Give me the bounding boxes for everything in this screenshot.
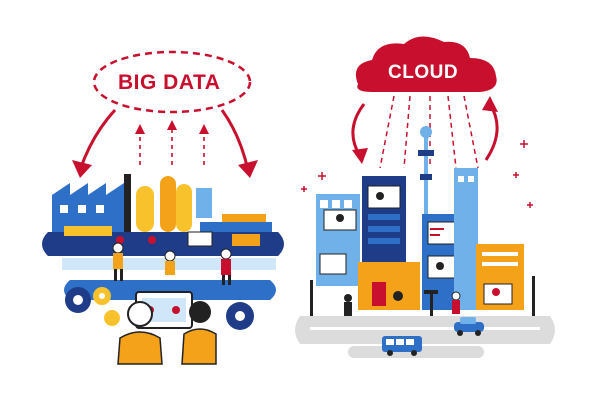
arrow-down-left-icon [78, 108, 117, 171]
arrow-down-right-icon [220, 109, 250, 171]
gear-icon [65, 287, 254, 330]
data-upload-arrows [139, 128, 205, 165]
workers-with-tablet [117, 291, 217, 365]
upload-arrowheads [135, 120, 209, 134]
cargo-container [64, 226, 112, 236]
cloud-arrow-up-icon [484, 103, 499, 161]
cloud-arrow-down-icon [351, 103, 366, 157]
cloud-panel [295, 36, 555, 358]
street-poles [310, 276, 535, 316]
cloud-label: CLOUD [388, 62, 459, 83]
cloud-shape [355, 36, 497, 92]
cloud-arrowhead-up-icon [482, 96, 498, 112]
cloud-arrowhead-down-icon [352, 148, 368, 164]
big-data-label: BIG DATA [118, 71, 221, 94]
pedestrians [344, 291, 461, 316]
ship-icon [196, 188, 272, 232]
arrowhead-right-icon [238, 160, 258, 178]
road-marking [310, 327, 540, 330]
worker-icon [112, 242, 232, 285]
storage-tanks [136, 176, 192, 232]
bus-icon [382, 336, 422, 356]
cargo-box [232, 234, 260, 246]
car-icon [454, 317, 484, 336]
big-data-panel [42, 50, 284, 365]
arrowhead-left-icon [72, 160, 92, 178]
chart-screen [187, 231, 213, 247]
tower-icon [418, 126, 434, 222]
factory-icon [52, 174, 131, 232]
building-icon [316, 168, 524, 310]
big-data-bubble [92, 50, 252, 114]
sparkle-icon [301, 140, 533, 208]
